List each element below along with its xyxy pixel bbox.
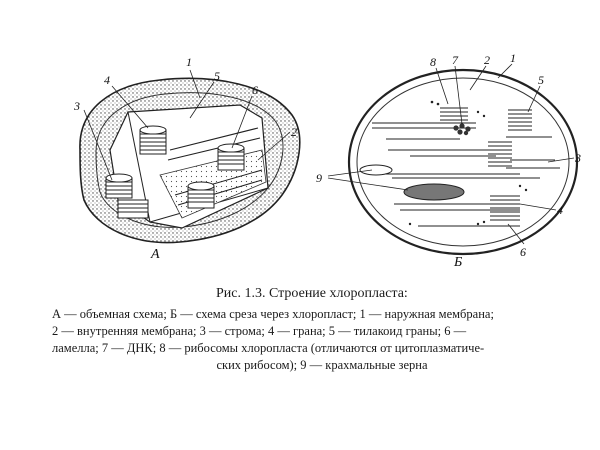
legend-line-4: ских рибосом); 9 — крахмальные зерна: [216, 358, 428, 372]
starch-grain-2: [403, 183, 465, 201]
granum-b-3: [488, 141, 512, 167]
granum-b-1: [440, 107, 468, 121]
label-b-3: 3: [574, 151, 581, 165]
label-b-4: 4: [557, 203, 563, 217]
lamella-a: [169, 127, 259, 151]
granum-b-2: [508, 109, 532, 131]
granum-a-1: [139, 125, 167, 155]
granum-a-3: [187, 181, 215, 209]
legend-line-2: 2 — внутренняя мембрана; 3 — строма; 4 —…: [52, 324, 467, 338]
legend-line-1: А — объемная схема; Б — схема среза чере…: [52, 307, 494, 321]
ribosomes: [408, 100, 528, 226]
inner-membrane-a: [95, 92, 284, 228]
panel-label-a: А: [150, 247, 160, 262]
diagram-a: 1 5 6 2 4 3 А: [73, 55, 301, 262]
label-a-3: 3: [73, 99, 80, 113]
legend-line-3: ламелла; 7 — ДНК; 8 — рибосомы хлороплас…: [52, 341, 485, 355]
label-b-9: 9: [316, 171, 322, 185]
diagram-b: 8 7 2 1 5 3 4 6 9 Б: [316, 51, 581, 270]
label-b-6: 6: [520, 245, 526, 259]
figure-legend: А — объемная схема; Б — схема среза чере…: [52, 306, 592, 374]
label-a-5: 5: [214, 69, 220, 83]
label-b-2: 2: [484, 53, 490, 67]
granum-a-2: [217, 143, 245, 171]
inner-membrane-b: [356, 77, 570, 247]
granum-a-5: [117, 199, 149, 219]
label-b-8: 8: [430, 55, 436, 69]
label-b-5: 5: [538, 73, 544, 87]
starch-grain-1: [359, 164, 393, 176]
label-b-1: 1: [510, 51, 516, 65]
label-a-4: 4: [104, 73, 110, 87]
lamellae-b: [372, 122, 560, 227]
figure-caption: Рис. 1.3. Строение хлоропласта:: [216, 286, 408, 301]
label-b-7: 7: [452, 53, 459, 67]
granum-a-4: [105, 173, 133, 199]
granum-b-4: [490, 195, 520, 221]
label-a-6: 6: [252, 83, 258, 97]
label-a-2: 2: [291, 125, 297, 139]
dna-cluster: [453, 123, 471, 136]
label-a-1: 1: [186, 55, 192, 69]
panel-label-b: Б: [453, 255, 462, 270]
